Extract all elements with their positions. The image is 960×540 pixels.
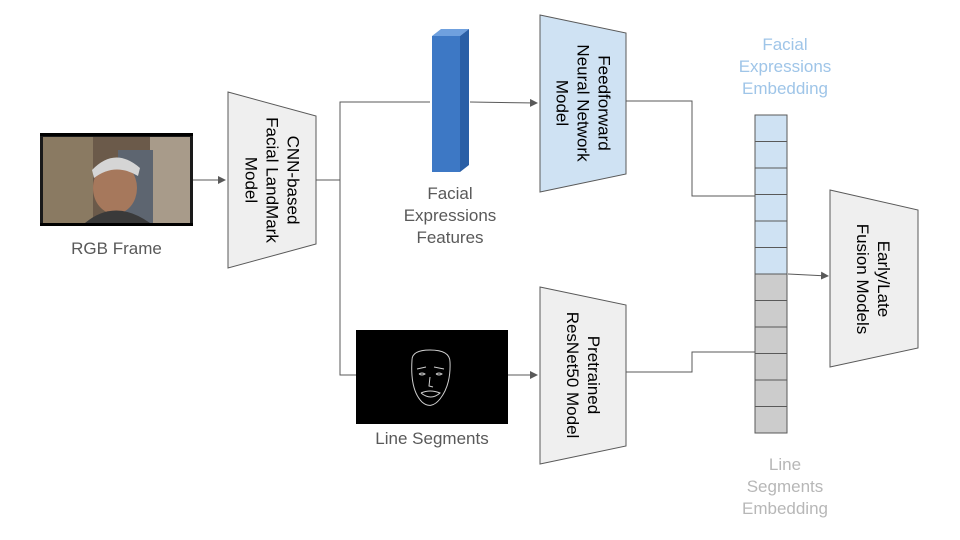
line-segments-label: Line Segments <box>375 429 489 448</box>
ffnn-model-label: Feedforward Neural Network Model <box>552 44 614 162</box>
fusion-model-label: Early/Late Fusion Models <box>853 223 893 335</box>
embedding-column <box>754 114 788 434</box>
line-cnn-to-segments <box>339 180 356 376</box>
facial-embedding-label: Facial Expressions Embedding <box>738 35 832 98</box>
connectors <box>193 98 829 379</box>
rgb-frame-image <box>40 133 193 226</box>
feedforward-model-shape <box>539 14 627 193</box>
line-embedding-cell <box>754 326 788 354</box>
resnet-model-label: Pretrained ResNet50 Model <box>563 311 603 439</box>
arrow-features-to-ffnn <box>469 98 538 107</box>
facial-embedding-cell <box>754 247 788 275</box>
line-embedding-label: Line Segments Embedding <box>741 455 828 518</box>
facial-features-vector <box>432 29 469 172</box>
line-segments-image <box>356 330 508 424</box>
resnet-model-shape <box>539 286 627 465</box>
facial-embedding-cell <box>754 220 788 248</box>
line-embedding-cell <box>754 273 788 301</box>
arrow-embedding-to-fusion <box>787 271 829 280</box>
rgb-frame-label: RGB Frame <box>71 239 162 258</box>
line-embedding-cell <box>754 379 788 407</box>
line-ffnn-to-embedding <box>626 100 755 197</box>
facial-embedding-cell <box>754 141 788 169</box>
line-cnn-to-features <box>316 101 430 181</box>
cnn-landmark-model-shape <box>227 91 317 269</box>
facial-features-label: Facial Expressions Features <box>403 184 497 247</box>
cnn-model-label: CNN-based Facial LandMark Model <box>241 117 303 243</box>
line-embedding-cell <box>754 300 788 328</box>
facial-embedding-cell <box>754 167 788 195</box>
line-embedding-cell <box>754 406 788 434</box>
fusion-model-shape <box>829 189 919 368</box>
line-resnet-to-embedding <box>626 351 755 373</box>
facial-embedding-cell <box>754 194 788 222</box>
facial-embedding-cell <box>754 114 788 142</box>
line-embedding-cell <box>754 353 788 381</box>
